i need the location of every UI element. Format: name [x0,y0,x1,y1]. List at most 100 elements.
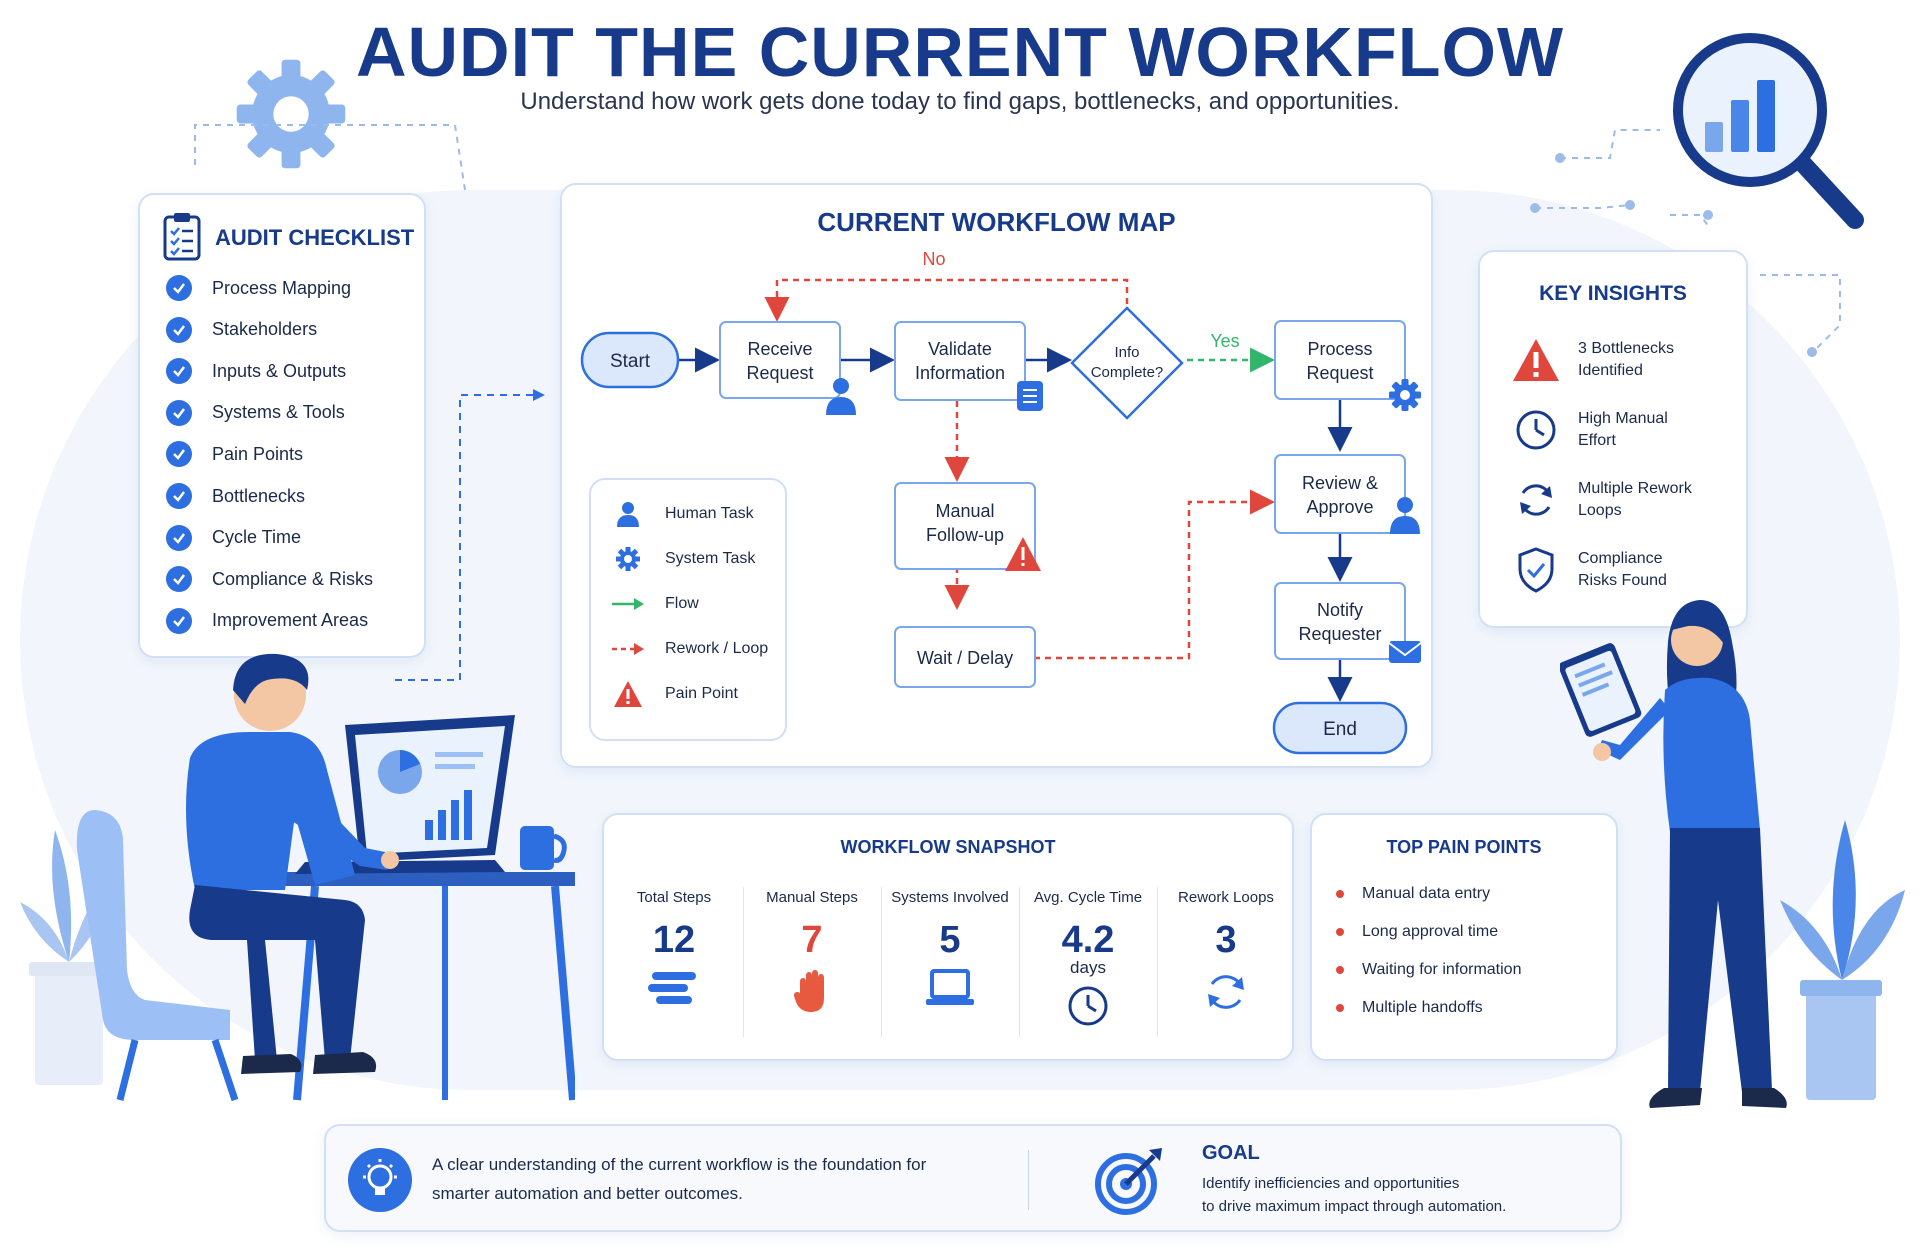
clock-icon [1019,984,1157,1028]
snapshot-metric: Manual Steps 7 [743,877,881,1047]
edge-decision-no-loop [764,278,1129,322]
checkmark-icon [166,399,192,426]
workflow-map-title: CURRENT WORKFLOW MAP [817,207,1176,237]
insight-text-line-2: Risks Found [1578,572,1667,589]
legend-item: System Task [611,544,755,574]
metric-value: 12 [652,919,696,961]
insight-text-line-1: 3 Bottlenecks [1578,340,1675,357]
checklist-item: Systems & Tools [166,397,345,429]
person-icon [1390,497,1420,534]
pain-point-item: Long approval time [1336,923,1498,941]
node-receive-label-1: Receive [747,339,812,359]
gear-icon [611,544,645,574]
checklist-title: AUDIT CHECKLIST [215,225,415,250]
goal-text-line-2: to drive maximum impact through automati… [1202,1198,1507,1215]
node-followup-label-2: Follow-up [926,525,1004,545]
bullet-icon [1336,1004,1344,1012]
magnifier-chart-icon [1673,33,1864,229]
insight-text-line-1: Compliance [1578,550,1663,567]
shield-icon [1508,545,1564,595]
pain-point-label: Multiple handoffs [1362,999,1483,1016]
checkmark-icon [166,607,192,634]
pain-point-label: Manual data entry [1362,885,1491,902]
bullet-icon [1336,966,1344,974]
edge-wait-review [1034,489,1275,660]
form-icon [1017,381,1043,411]
clipboard-icon [1560,643,1642,737]
checklist-item-label: Improvement Areas [212,610,369,631]
goal-text: Identify inefficiencies and opportunitie… [1202,1172,1506,1218]
legend-item: Human Task [611,499,754,529]
key-insights-title: KEY INSIGHTS [1539,282,1687,305]
node-followup-label-1: Manual [935,501,994,521]
legend-item-label: Flow [665,595,699,612]
node-notify-requester [1274,582,1406,660]
node-process-label-1: Process [1307,339,1372,359]
pain-point-label: Long approval time [1362,923,1499,940]
legend-item-label: Pain Point [665,685,738,702]
metric-label: Rework Loops [1178,888,1274,906]
metric-value: 7 [801,919,823,961]
goal-text-line-1: Identify inefficiencies and opportunitie… [1202,1175,1460,1192]
bullet-icon [1336,890,1344,898]
page-subtitle: Understand how work gets done today to f… [520,88,1400,115]
node-receive-label-2: Request [746,363,813,383]
node-start-label: Start [610,351,651,372]
footer-message-line-1: A clear understanding of the current wor… [432,1155,927,1174]
workflow-map-card: CURRENT WORKFLOW MAP No Yes [560,183,1433,768]
workflow-diagram: No Yes Start Receive Request Validate In… [580,249,1422,755]
node-review-label-2: Approve [1306,497,1373,517]
checkmark-icon [166,316,192,343]
hand-icon [743,968,881,1014]
pain-point-label: Waiting for information [1362,961,1522,978]
metric-label: Manual Steps [766,888,858,906]
checklist-item: Cycle Time [166,522,301,554]
checklist-item-label: Systems & Tools [212,402,345,423]
checklist-item-label: Pain Points [212,443,304,464]
metric-divider [1019,887,1020,1037]
node-notify-label-1: Notify [1317,600,1363,620]
checklist-item: Inputs & Outputs [166,355,346,387]
node-start [580,331,680,389]
gear-icon [1389,379,1421,411]
clock-icon [1508,405,1564,455]
node-receive-request [719,321,841,399]
workflow-snapshot-title: WORKFLOW SNAPSHOT [840,837,1056,857]
target-icon [1095,1148,1162,1215]
checkmark-icon [166,566,192,593]
metric-label: Avg. Cycle Time [1033,888,1143,906]
legend-item: Pain Point [611,679,738,709]
pain-point-item: Waiting for information [1336,961,1521,979]
pain-point-item: Multiple handoffs [1336,999,1483,1017]
laptop-icon [881,968,1019,1008]
warning-icon [611,679,645,709]
node-notify-label-2: Requester [1298,624,1381,644]
node-process-label-2: Request [1306,363,1373,383]
plant-illustration [1780,820,1905,1100]
warning-icon [1005,537,1041,571]
insight-text-line-2: Loops [1578,502,1622,519]
node-process-request [1274,320,1406,400]
checklist-item: Bottlenecks [166,480,305,512]
footer-divider [1028,1150,1029,1210]
insight-text-line-2: Effort [1578,432,1616,449]
edge-label-no: No [922,249,945,269]
node-validate-label-1: Validate [928,339,992,359]
metric-value: 4.2 [1061,919,1115,961]
metric-value: 5 [939,919,961,961]
lightbulb-icon [348,1148,412,1212]
checklist-item-label: Bottlenecks [212,485,306,506]
checklist-item-label: Inputs & Outputs [212,360,347,381]
